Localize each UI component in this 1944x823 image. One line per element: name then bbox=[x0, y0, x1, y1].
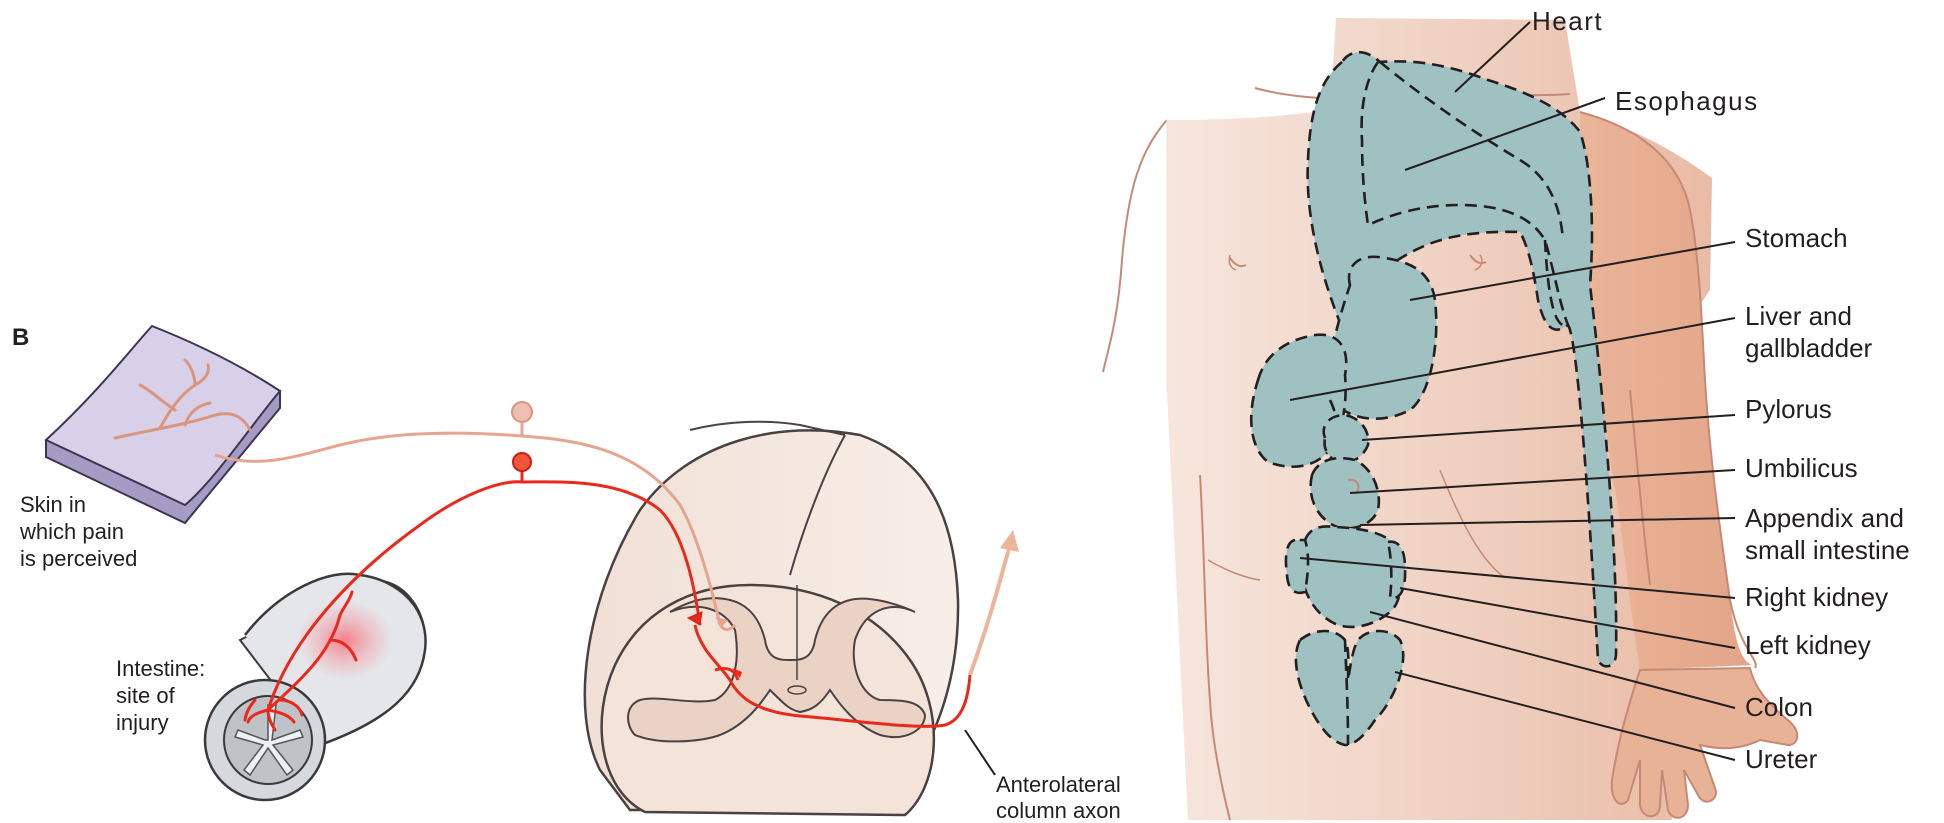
label-appendix-line1: Appendix and bbox=[1745, 503, 1904, 533]
skin-label-line: Skin in bbox=[20, 492, 86, 517]
spinal-cord bbox=[585, 422, 958, 815]
axon-label: Anterolateral column axon bbox=[996, 772, 1121, 823]
zone-colon bbox=[1302, 526, 1401, 626]
skin-label-line: which pain bbox=[19, 519, 124, 544]
label-left-kidney: Left kidney bbox=[1745, 630, 1871, 660]
label-colon: Colon bbox=[1745, 692, 1813, 722]
skin-label: Skin in which pain is perceived bbox=[19, 492, 137, 571]
axon-label-line: column axon bbox=[996, 798, 1121, 823]
label-ureter: Ureter bbox=[1745, 744, 1818, 774]
label-appendix-line2: small intestine bbox=[1745, 535, 1910, 565]
axon-label-line: Anterolateral bbox=[996, 772, 1121, 797]
intestine bbox=[205, 574, 426, 800]
intestine-label-line: site of bbox=[116, 683, 176, 708]
skin-label-line: is perceived bbox=[20, 546, 137, 571]
label-liver-line1: Liver and bbox=[1745, 301, 1852, 331]
label-esophagus: Esophagus bbox=[1615, 86, 1759, 116]
label-umbilicus: Umbilicus bbox=[1745, 453, 1858, 483]
intestine-label-line: Intestine: bbox=[116, 656, 205, 681]
referred-pain-body: Heart Esophagus Stomach Liver and gallbl… bbox=[1103, 6, 1910, 820]
label-right-kidney: Right kidney bbox=[1745, 582, 1888, 612]
label-stomach: Stomach bbox=[1745, 223, 1848, 253]
label-liver-line2: gallbladder bbox=[1745, 333, 1873, 363]
ascending-pathway-arrow bbox=[970, 530, 1019, 675]
label-pylorus: Pylorus bbox=[1745, 394, 1832, 424]
zone-right-kidney bbox=[1286, 540, 1308, 593]
intestine-label: Intestine: site of injury bbox=[116, 656, 205, 735]
label-heart: Heart bbox=[1532, 6, 1603, 36]
intestine-label-line: injury bbox=[116, 710, 169, 735]
axon-label-leader bbox=[965, 730, 995, 775]
panel-label: B bbox=[12, 324, 29, 351]
panel-b: B Skin in which pain is perceived bbox=[12, 324, 1121, 823]
